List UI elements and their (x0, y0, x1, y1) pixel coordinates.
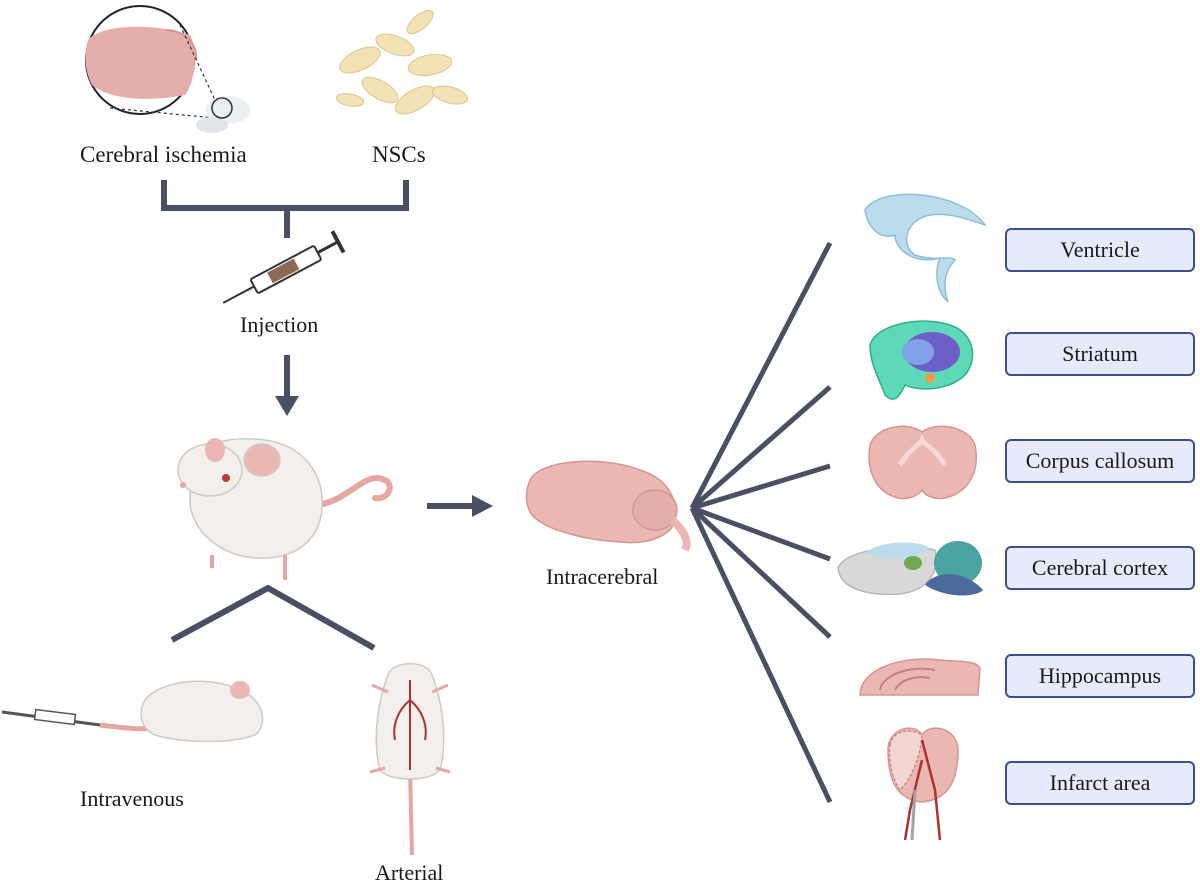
target-cerebral-cortex-box: Cerebral cortex (1005, 546, 1195, 590)
target-striatum-box: Striatum (1005, 332, 1195, 376)
ischemic-brain-zoom-illustration (85, 5, 250, 133)
target-hippocampus-box: Hippocampus (1005, 654, 1195, 698)
intravenous-mouse-illustration (1, 680, 264, 743)
nsc-cells-illustration (335, 9, 469, 115)
striatum-illustration (869, 320, 974, 400)
target-corpus-callosum-box: Corpus callosum (1005, 439, 1195, 483)
target-infarct-area-box: Infarct area (1005, 761, 1195, 805)
ventricle-illustration (864, 193, 987, 303)
merge-bracket (161, 180, 409, 238)
target-ventricle-box: Ventricle (1005, 228, 1195, 272)
intracerebral-label: Intracerebral (546, 564, 659, 589)
arterial-mouse-illustration (369, 663, 451, 856)
infarct-area-illustration (887, 727, 959, 841)
intracerebral-brain-illustration (525, 460, 691, 552)
intravenous-label: Intravenous (80, 786, 184, 811)
nscs-label: NSCs (372, 142, 426, 167)
mouse-illustration (177, 438, 393, 580)
injection-label: Injection (240, 312, 319, 337)
route-branch-lines (170, 584, 376, 651)
right-arrow (427, 495, 493, 517)
arterial-label: Arterial (375, 860, 444, 885)
hippocampus-illustration (859, 658, 981, 696)
cerebral-cortex-illustration (837, 541, 983, 596)
corpus-callosum-illustration (868, 425, 977, 500)
down-arrow (275, 355, 299, 416)
syringe-icon (222, 230, 346, 304)
cerebral-ischemia-label: Cerebral ischemia (80, 142, 247, 167)
target-fan-lines (689, 241, 833, 804)
